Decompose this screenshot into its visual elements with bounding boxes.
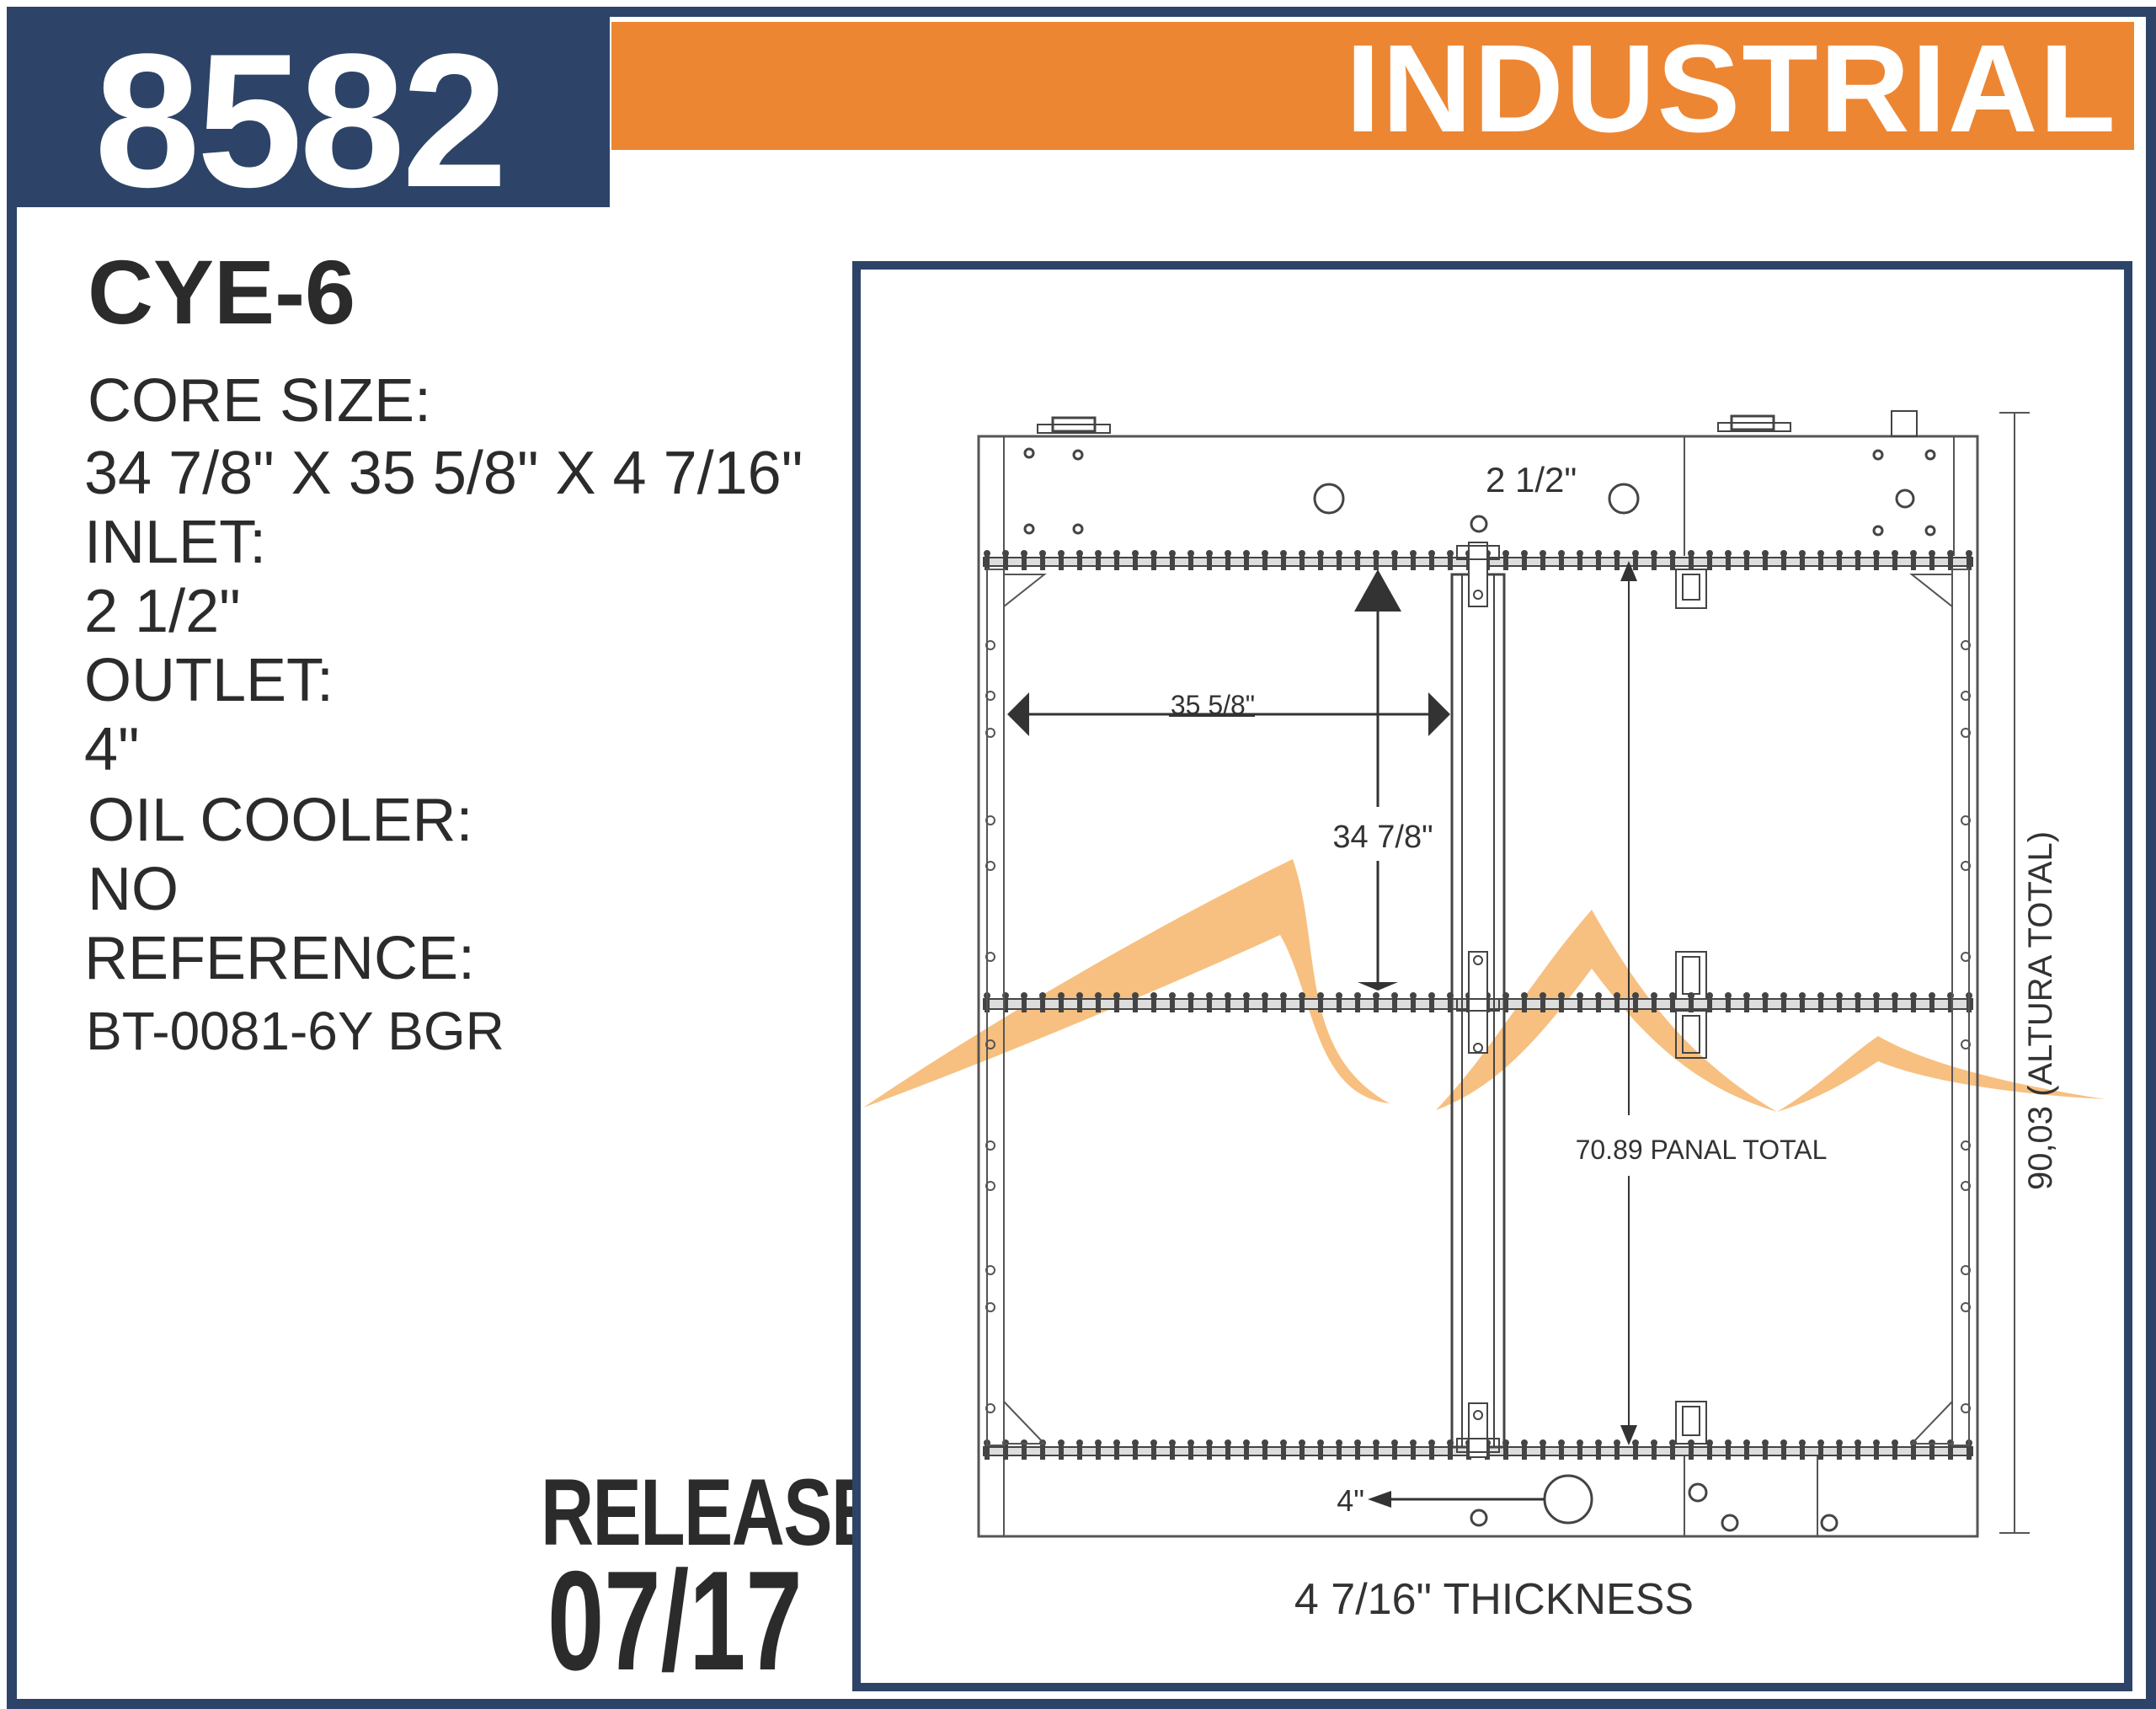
reference-label: REFERENCE: <box>84 925 476 992</box>
oil-cooler-value: NO <box>88 856 179 923</box>
oil-cooler-label: OIL COOLER: <box>88 787 473 854</box>
outlet-label: OUTLET: <box>84 647 334 714</box>
inlet-label: INLET: <box>84 509 267 576</box>
part-number-box: 8582 <box>17 17 610 216</box>
release-date: 07/17 <box>547 1541 803 1700</box>
inlet-value: 2 1/2" <box>84 578 241 645</box>
part-number: 8582 <box>94 13 508 227</box>
category-label: INDUSTRIAL <box>1345 19 2117 158</box>
core-size-value: 34 7/8" X 35 5/8" X 4 7/16" <box>84 440 803 507</box>
release-label: RELEASE: <box>541 1460 904 1565</box>
model-name: CYE-6 <box>88 241 356 343</box>
reference-value: BT-0081-6Y BGR <box>86 1001 504 1061</box>
category-banner: INDUSTRIAL <box>611 19 2134 158</box>
outlet-value: 4" <box>84 716 140 783</box>
drawing-frame <box>852 261 2132 1691</box>
core-size-label: CORE SIZE: <box>88 367 432 435</box>
